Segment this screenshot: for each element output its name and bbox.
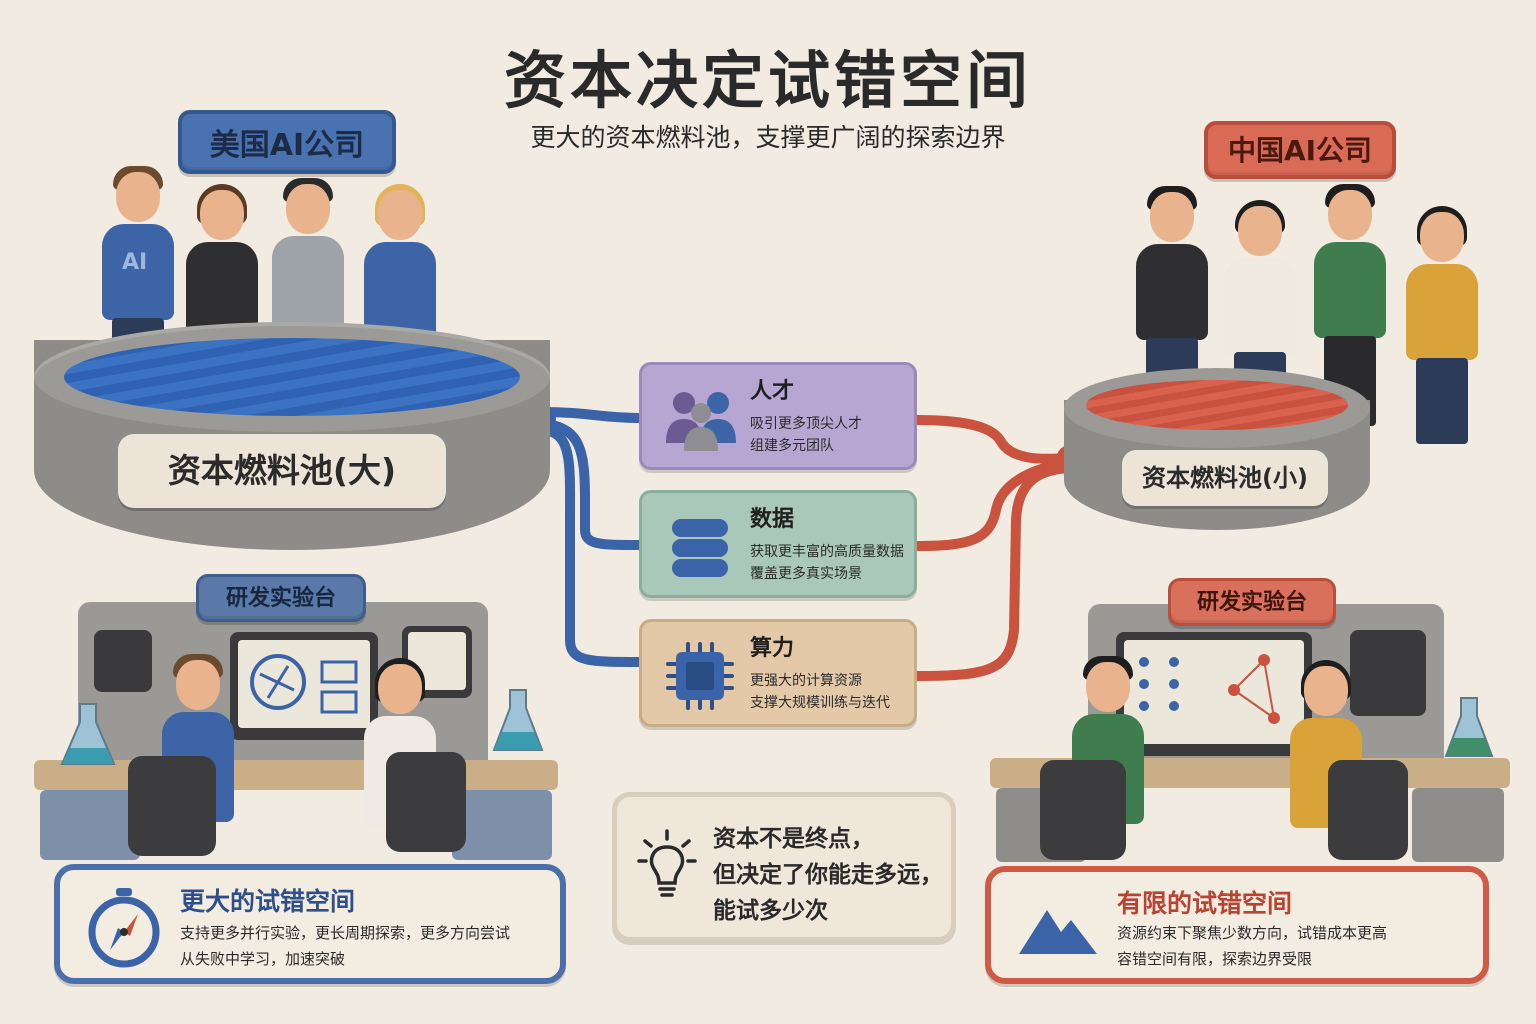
us-company-label: 美国AI公司 xyxy=(178,110,396,174)
blue-pipe-data xyxy=(543,419,645,550)
resource-desc-data-1: 获取更丰富的高质量数据 xyxy=(750,544,904,560)
cn-lab-label: 研发实验台 xyxy=(1168,578,1336,626)
mountain-icon xyxy=(1019,910,1097,954)
brain-network-icon xyxy=(250,654,358,714)
insight-line-2: 但决定了你能走多远， xyxy=(713,862,943,888)
red-pipe-compute xyxy=(911,463,1073,681)
resource-desc-data-2: 覆盖更多真实场景 xyxy=(750,566,862,582)
big-pool-water xyxy=(64,338,520,416)
resource-desc-talent-2: 组建多元团队 xyxy=(750,438,834,454)
compass-icon xyxy=(88,888,160,968)
resource-title-talent: 人才 xyxy=(750,379,795,404)
resource-card-talent: 人才 吸引更多顶尖人才 组建多元团队 xyxy=(639,362,917,470)
cn-result-card: 有限的试错空间 资源约束下聚焦少数方向，试错成本更高 容错空间有限，探索边界受限 xyxy=(985,866,1489,984)
big-pool-label: 资本燃料池(大) xyxy=(118,434,446,508)
us-chair-2 xyxy=(386,752,466,852)
flask-icon xyxy=(60,703,116,765)
insight-card: 资本不是终点， 但决定了你能走多远， 能试多少次 xyxy=(612,792,956,942)
page-subtitle: 更大的资本燃料池，支撑更广阔的探索边界 xyxy=(530,123,1006,152)
red-pipe-data xyxy=(911,459,1073,551)
network-graph-icon xyxy=(1139,654,1280,724)
us-result-desc-2: 从失败中学习，加速突破 xyxy=(180,950,346,968)
small-pool-water xyxy=(1086,380,1348,430)
us-lab-drawer-right xyxy=(452,790,552,860)
chip-icon xyxy=(666,642,734,710)
cn-company-label: 中国AI公司 xyxy=(1204,121,1396,179)
red-pipe-talent xyxy=(911,415,1073,464)
cn-lab-side-panel xyxy=(1350,630,1426,716)
blue-pipe-talent xyxy=(535,407,645,423)
us-chair-1 xyxy=(128,756,216,856)
us-lab-desk xyxy=(34,760,558,790)
cn-lab-drawer-right xyxy=(1412,788,1504,862)
us-lab-monitor xyxy=(230,632,378,740)
people-group-icon xyxy=(666,392,736,451)
cn-chair-2 xyxy=(1328,760,1408,860)
cn-lab-monitor xyxy=(1116,632,1312,756)
resource-desc-compute-2: 支撑大规模训练与迭代 xyxy=(750,695,890,711)
us-result-title: 更大的试错空间 xyxy=(180,887,356,916)
resource-card-data: 数据 获取更丰富的高质量数据 覆盖更多真实场景 xyxy=(639,490,917,598)
resource-desc-talent-1: 吸引更多顶尖人才 xyxy=(750,416,862,432)
insight-line-1: 资本不是终点， xyxy=(713,826,874,852)
flask-icon-cn xyxy=(1444,697,1494,757)
resource-title-compute: 算力 xyxy=(750,636,795,661)
us-lab-drawer-left xyxy=(40,790,140,860)
lightbulb-icon xyxy=(637,829,697,897)
us-result-desc-1: 支持更多并行实验，更长周期探索，更多方向尝试 xyxy=(180,924,511,942)
insight-line-3: 能试多少次 xyxy=(713,898,828,924)
cn-result-desc-2: 容错空间有限，探索边界受限 xyxy=(1117,950,1313,968)
us-lab-side-panel-left xyxy=(94,630,152,692)
us-result-card: 更大的试错空间 支持更多并行实验，更长周期探索，更多方向尝试 从失败中学习，加速… xyxy=(54,864,566,984)
cn-person-4 xyxy=(1404,206,1480,448)
database-icon xyxy=(672,519,728,577)
hoodie-text: AI xyxy=(122,250,148,275)
resource-card-compute: 算力 更强大的计算资源 支撑大规模训练与迭代 xyxy=(639,619,917,727)
resource-title-data: 数据 xyxy=(750,507,795,532)
cn-result-desc-1: 资源约束下聚焦少数方向，试错成本更高 xyxy=(1117,924,1388,942)
cn-result-title: 有限的试错空间 xyxy=(1117,889,1293,918)
resource-desc-compute-1: 更强大的计算资源 xyxy=(750,673,862,689)
us-lab-label: 研发实验台 xyxy=(196,574,366,622)
cn-chair-1 xyxy=(1040,760,1126,860)
page-title: 资本决定试错空间 xyxy=(503,44,1032,117)
flask-icon-right xyxy=(492,689,544,751)
small-pool-label: 资本燃料池(小) xyxy=(1122,450,1328,506)
blue-pipe-compute xyxy=(547,427,645,667)
